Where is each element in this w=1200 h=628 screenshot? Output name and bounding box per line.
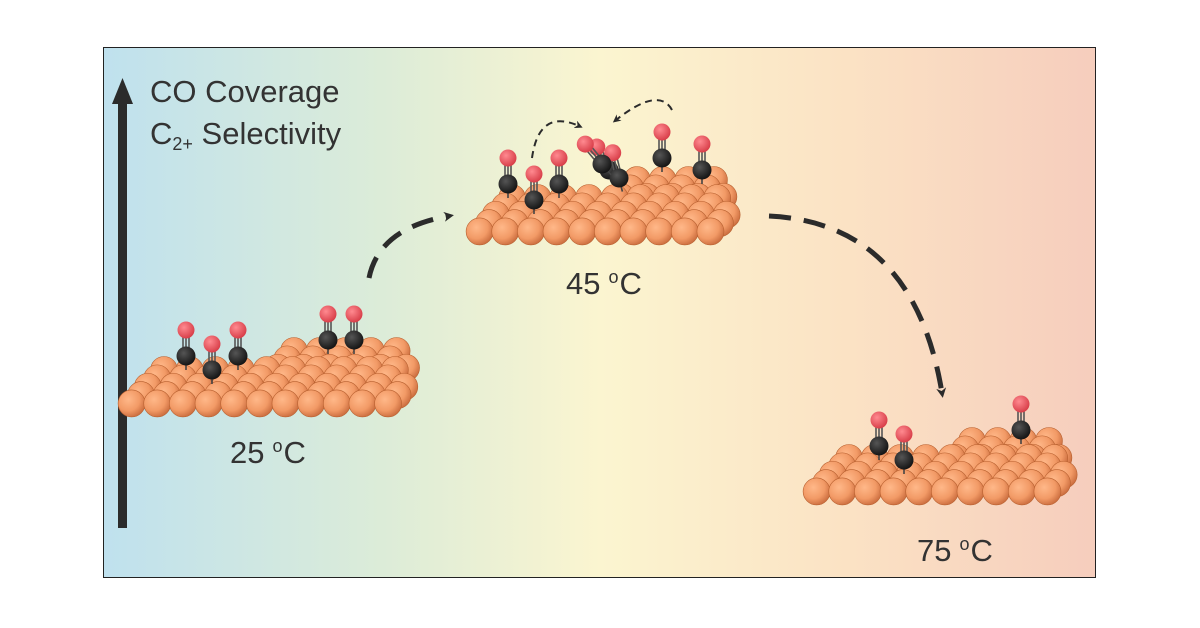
axis-title-rest: Selectivity xyxy=(192,116,342,151)
axis-title-main: C xyxy=(150,116,173,151)
copper-atom xyxy=(271,389,300,418)
co-molecule xyxy=(1011,395,1031,444)
copper-atom xyxy=(905,477,934,506)
vertical-axis-arrow xyxy=(112,78,133,528)
co-molecule xyxy=(692,135,712,184)
copper-atom xyxy=(696,217,725,246)
co-molecule xyxy=(894,425,914,474)
copper-atom xyxy=(931,477,959,506)
copper-atom xyxy=(619,217,648,246)
co-molecule xyxy=(498,149,518,198)
co-molecule xyxy=(604,144,629,192)
copper-atom xyxy=(670,217,699,246)
co-molecule xyxy=(228,321,248,370)
copper-atom xyxy=(594,217,622,246)
copper-atom xyxy=(143,389,172,418)
copper-atom xyxy=(542,217,571,246)
axis-title-c2-selectivity: C2+ Selectivity xyxy=(150,118,341,153)
copper-atom xyxy=(465,217,494,246)
axis-title-text: CO Coverage xyxy=(150,74,340,109)
copper-atom xyxy=(246,389,274,418)
co-molecule xyxy=(652,123,672,172)
copper-atom xyxy=(117,389,146,418)
co-migration-arrow-right xyxy=(612,99,673,123)
copper-atom xyxy=(802,477,831,506)
copper-slab-25c xyxy=(117,305,420,418)
axis-title-subscript: 2+ xyxy=(172,134,193,154)
axis-title-co-coverage: CO Coverage xyxy=(150,76,340,107)
copper-atom xyxy=(220,389,248,418)
co-molecule xyxy=(176,321,196,370)
copper-slab-75c xyxy=(802,395,1078,506)
copper-atom xyxy=(169,389,197,418)
diagram-canvas xyxy=(104,48,1095,577)
co-molecule xyxy=(318,305,338,354)
copper-atom xyxy=(1033,477,1062,506)
copper-atom xyxy=(491,217,520,246)
transition-arrow-45-to-75 xyxy=(768,213,947,398)
copper-atom xyxy=(982,477,1010,506)
copper-atom xyxy=(297,389,325,418)
copper-atom xyxy=(1007,477,1036,506)
co-molecule xyxy=(524,165,544,214)
copper-slab-45c xyxy=(465,123,741,246)
copper-atom xyxy=(194,389,223,418)
copper-atom xyxy=(348,389,377,418)
copper-atom xyxy=(323,389,351,418)
copper-atom xyxy=(645,217,673,246)
copper-atom xyxy=(956,477,985,506)
co-molecule xyxy=(202,335,222,384)
copper-atom xyxy=(879,477,908,506)
copper-atom xyxy=(854,477,882,506)
copper-atom xyxy=(374,389,402,418)
co-molecule xyxy=(549,149,569,198)
copper-atom xyxy=(568,217,597,246)
co-molecule xyxy=(576,135,612,176)
co-migration-arrow-left xyxy=(531,120,583,159)
copper-atom xyxy=(828,477,857,506)
co-molecule xyxy=(344,305,364,354)
co-molecule xyxy=(869,411,889,460)
copper-atom xyxy=(517,217,545,246)
transition-arrow-25-to-45 xyxy=(366,211,454,279)
